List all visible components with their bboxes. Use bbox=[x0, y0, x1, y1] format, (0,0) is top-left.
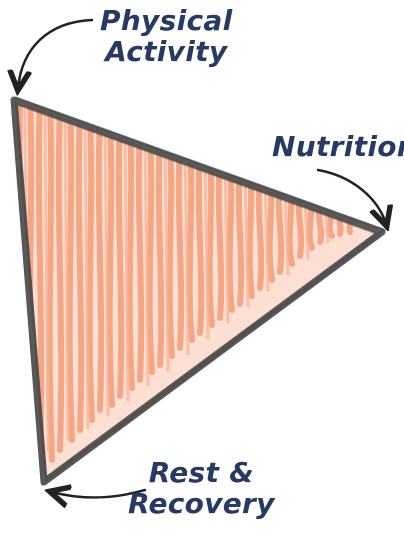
label-rest-recovery-line-1: Rest & bbox=[128, 458, 275, 489]
label-nutrition-text: Nutrition bbox=[272, 132, 404, 163]
label-physical-activity-line-1: Physical bbox=[100, 6, 232, 37]
label-nutrition: Nutrition bbox=[272, 132, 404, 163]
label-rest-recovery: Rest & Recovery bbox=[128, 458, 275, 520]
label-physical-activity: Physical Activity bbox=[100, 6, 232, 68]
physical-activity-arrow bbox=[18, 20, 92, 88]
label-rest-recovery-line-2: Recovery bbox=[128, 489, 275, 520]
label-physical-activity-line-2: Activity bbox=[100, 37, 232, 68]
